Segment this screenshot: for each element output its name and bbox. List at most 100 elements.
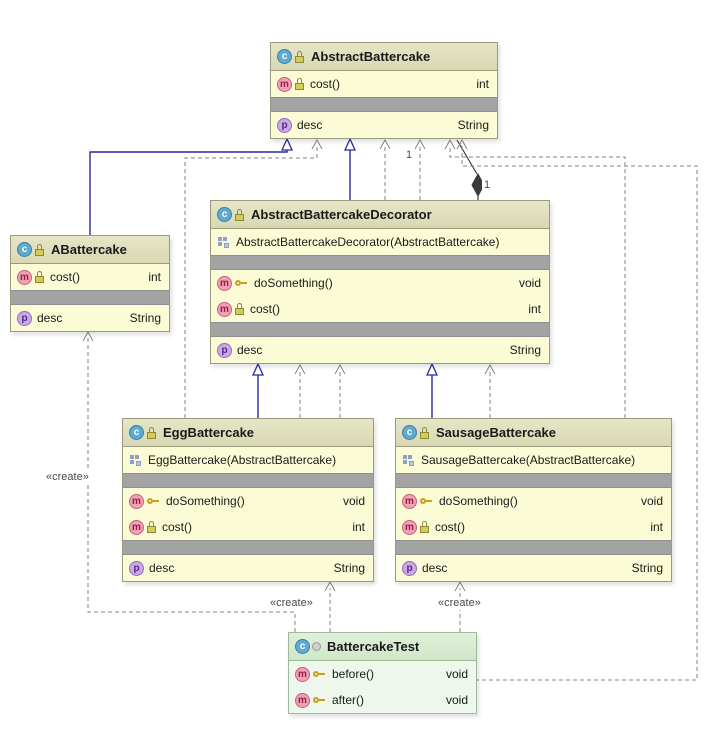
method-icon: m (277, 76, 292, 92)
member-row-desc[interactable]: p desc String (11, 305, 169, 331)
inheritance-arrowhead (280, 137, 294, 151)
compartment-separator (123, 540, 373, 555)
member-type: void (445, 667, 468, 681)
class-header[interactable]: c ABattercake (11, 236, 169, 264)
class-node-abattercake[interactable]: c ABattercake m cost() int p desc String (10, 235, 170, 332)
method-icon: m (295, 666, 310, 682)
member-type: String (457, 118, 489, 132)
member-name: desc (297, 118, 323, 132)
member-row-desc[interactable]: p desc String (396, 555, 671, 581)
member-row-before[interactable]: m before() void (289, 661, 476, 687)
dependency-arrowhead (454, 580, 466, 592)
dependency-edge-sausage-abstract[interactable] (449, 145, 626, 418)
dependency-arrowhead (444, 138, 456, 150)
method-icon: m (129, 493, 144, 509)
member-name: doSomething() (439, 494, 518, 508)
class-title: AbstractBattercakeDecorator (251, 207, 432, 222)
method-icon: m (402, 493, 417, 509)
member-row-after[interactable]: m after() void (289, 687, 476, 713)
dependency-edge-test-abstract[interactable] (461, 145, 698, 681)
constructor-row[interactable]: AbstractBattercakeDecorator(AbstractBatt… (211, 229, 549, 255)
member-name: desc (37, 311, 63, 325)
member-name: cost() (250, 302, 280, 316)
member-name: doSomething() (254, 276, 333, 290)
class-header[interactable]: c AbstractBattercake (271, 43, 497, 71)
method-icon: m (402, 519, 417, 535)
compartment-separator (211, 255, 549, 270)
dependency-arrowhead (456, 138, 468, 150)
class-node-battercaketest[interactable]: c BattercakeTest m before() void m after… (288, 632, 477, 714)
key-icon (235, 277, 248, 289)
class-icon: c (17, 242, 32, 257)
dependency-edge-egg-abstract[interactable] (184, 145, 318, 418)
class-node-sausagebattercake[interactable]: c SausageBattercake SausageBattercake(Ab… (395, 418, 672, 582)
key-icon (313, 668, 326, 680)
member-row-cost[interactable]: m cost() int (211, 296, 549, 322)
dependency-arrowhead (324, 580, 336, 592)
member-row-cost[interactable]: m cost() int (11, 264, 169, 290)
lock-icon (147, 521, 156, 533)
class-node-abstractbattercake[interactable]: c AbstractBattercake m cost() int p desc… (270, 42, 498, 139)
member-name: cost() (310, 77, 340, 91)
member-row-dosomething[interactable]: m doSomething() void (396, 488, 671, 514)
test-class-dot-icon (312, 642, 321, 651)
member-row-dosomething[interactable]: m doSomething() void (123, 488, 373, 514)
member-name: EggBattercake(AbstractBattercake) (148, 453, 337, 467)
class-title: EggBattercake (163, 425, 255, 440)
property-icon: p (129, 560, 144, 576)
class-icon: c (295, 639, 310, 654)
compartment-separator (11, 290, 169, 305)
member-type: void (445, 693, 468, 707)
inheritance-arrowhead (425, 362, 439, 376)
member-name: desc (422, 561, 448, 575)
inheritance-edge-abattercake-abstract[interactable] (89, 150, 288, 235)
member-row-cost[interactable]: m cost() int (396, 514, 671, 540)
compartment-separator (123, 473, 373, 488)
class-header[interactable]: c BattercakeTest (289, 633, 476, 661)
member-row-desc[interactable]: p desc String (211, 337, 549, 363)
member-row-desc[interactable]: p desc String (271, 112, 497, 138)
member-type: void (640, 494, 663, 508)
method-icon: m (217, 301, 232, 317)
member-row-desc[interactable]: p desc String (123, 555, 373, 581)
member-row-cost[interactable]: m cost() int (271, 71, 497, 97)
member-type: int (352, 520, 365, 534)
class-icon: c (402, 425, 417, 440)
lock-icon (295, 78, 304, 90)
dependency-arrowhead (484, 363, 496, 375)
inheritance-arrowhead (343, 137, 357, 151)
property-icon: p (17, 310, 32, 326)
class-node-eggbattercake[interactable]: c EggBattercake EggBattercake(AbstractBa… (122, 418, 374, 582)
multiplicity-label-1a: 1 (404, 149, 415, 162)
dependency-arrowhead (82, 330, 94, 342)
member-type: String (631, 561, 663, 575)
method-icon: m (217, 275, 232, 291)
member-type: int (476, 77, 489, 91)
dependency-arrowhead (334, 363, 346, 375)
class-header[interactable]: c AbstractBattercakeDecorator (211, 201, 549, 229)
property-icon: p (402, 560, 417, 576)
member-name: desc (237, 343, 263, 357)
compartment-separator (396, 473, 671, 488)
constructor-row[interactable]: SausageBattercake(AbstractBattercake) (396, 447, 671, 473)
create-label-right: «create» (436, 597, 483, 610)
dependency-arrowhead (379, 138, 391, 150)
member-name: cost() (50, 270, 80, 284)
member-row-dosomething[interactable]: m doSomething() void (211, 270, 549, 296)
class-header[interactable]: c SausageBattercake (396, 419, 671, 447)
member-type: void (342, 494, 365, 508)
class-node-abstractbattercakedecorator[interactable]: c AbstractBattercakeDecorator AbstractBa… (210, 200, 550, 364)
constructor-row[interactable]: EggBattercake(AbstractBattercake) (123, 447, 373, 473)
method-icon: m (295, 692, 310, 708)
class-title: ABattercake (51, 242, 127, 257)
property-icon: p (277, 117, 292, 133)
class-header[interactable]: c EggBattercake (123, 419, 373, 447)
constructor-icon (129, 453, 143, 467)
member-row-cost[interactable]: m cost() int (123, 514, 373, 540)
inheritance-arrowhead (251, 362, 265, 376)
member-name: after() (332, 693, 365, 707)
member-name: cost() (162, 520, 192, 534)
lock-icon (147, 426, 156, 439)
lock-icon (420, 426, 429, 439)
